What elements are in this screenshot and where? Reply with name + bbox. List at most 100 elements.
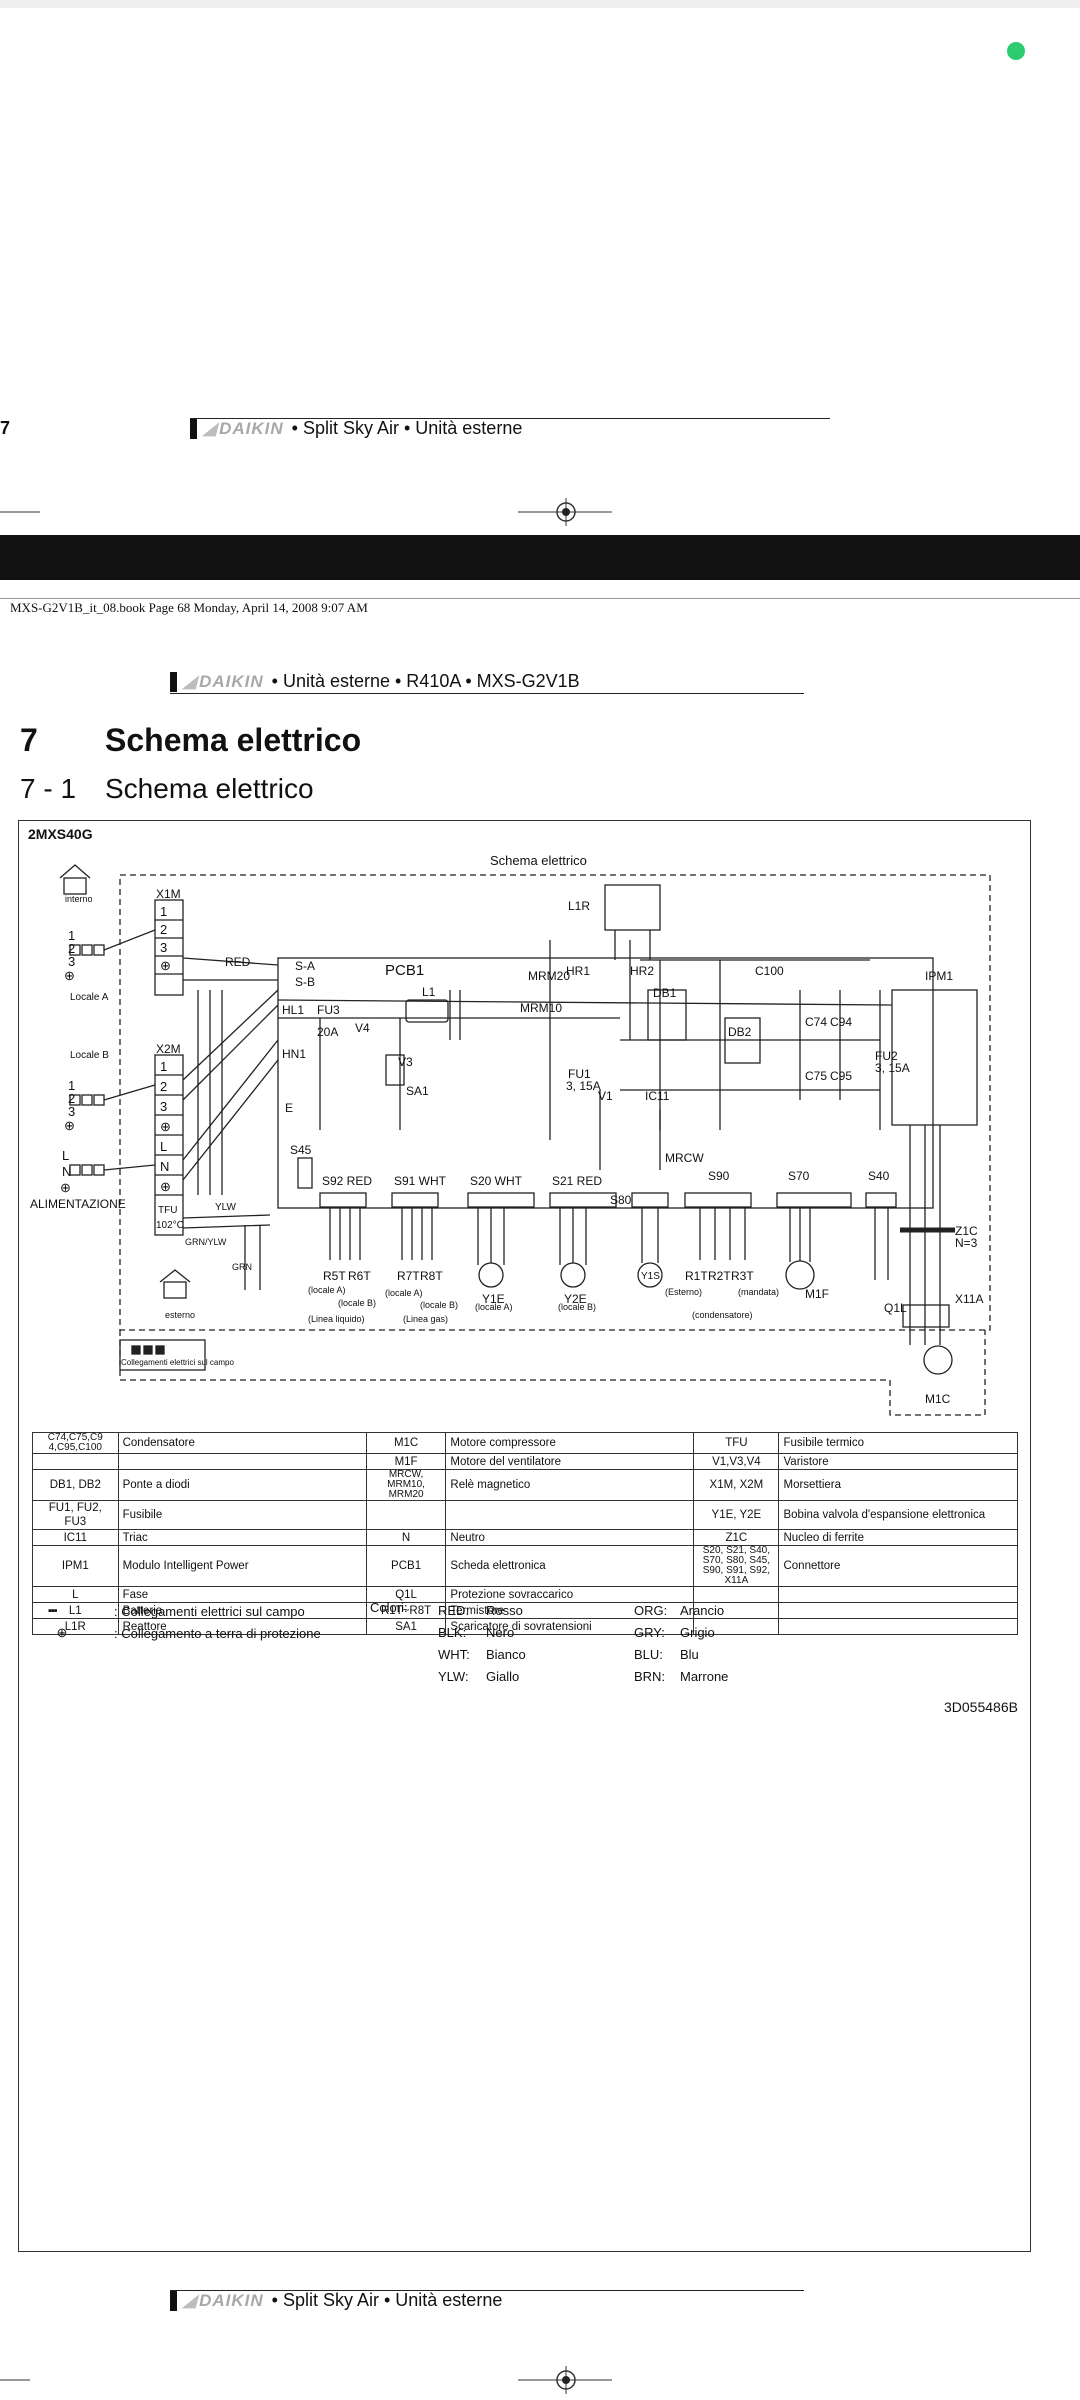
colors-col-2-codes: ORG:GRY:BLU:BRN: [634, 1603, 668, 1684]
legend-cell: Neutro [445, 1529, 695, 1546]
legend-cell: M1F [365, 1453, 447, 1470]
legend-cell: X1M, X2M [693, 1469, 780, 1501]
label-mrm10: MRM10 [520, 1001, 562, 1015]
legend-cell: Varistore [778, 1453, 1018, 1470]
label-fu1-rating: 3, 15A [566, 1079, 601, 1093]
legend-cell: S20, S21, S40, S70, S80, S45, S90, S91, … [693, 1545, 780, 1587]
label-r3t: R3T [731, 1269, 754, 1283]
label-x1m: X1M [156, 887, 181, 901]
svg-text:⊕: ⊕ [60, 1180, 71, 1195]
footer-crop-marks [0, 2366, 612, 2394]
house-interno-icon [59, 864, 91, 879]
label-c95: C95 [830, 1069, 852, 1083]
diagram-frame [18, 820, 1031, 2252]
legend-cell: M1C [365, 1432, 447, 1454]
legend-cell: PCB1 [365, 1545, 447, 1587]
label-s90: S90 [708, 1169, 730, 1183]
legend-cell: Fusibile [117, 1500, 367, 1530]
file-line: MXS-G2V1B_it_08.book Page 68 Monday, Apr… [10, 600, 368, 615]
label-r1t: R1T [685, 1269, 708, 1283]
label-s92: S92 RED [322, 1174, 372, 1188]
header-bar [170, 671, 177, 692]
header-mid: ◢DAIKIN • Unità esterne • R410A • MXS-G2… [170, 671, 580, 692]
label-locale-a-paren: (locale A) [308, 1285, 346, 1295]
label-q1l: Q1L [884, 1301, 907, 1315]
legend-cell [778, 1602, 1018, 1619]
legend-cell: Ponte a diodi [117, 1469, 367, 1501]
label-ipm: IPM1 [925, 969, 953, 983]
legend-cell: TFU [693, 1432, 780, 1454]
label-linea-gas: (Linea gas) [403, 1314, 448, 1324]
label-red: RED [225, 955, 251, 969]
label-s40: S40 [868, 1169, 890, 1183]
label-r8t: R8T [420, 1269, 443, 1283]
svg-text:1: 1 [160, 1059, 167, 1074]
footer-text: • Split Sky Air • Unità esterne [271, 2290, 503, 2310]
svg-text:1: 1 [68, 1078, 75, 1093]
label-r6t: R6T [348, 1269, 371, 1283]
label-tfu-temp: 102°C [156, 1220, 184, 1231]
label-x11a: X11A [955, 1292, 983, 1306]
svg-text:⊕: ⊕ [64, 968, 75, 983]
subsection-title: Schema elettrico [105, 773, 314, 804]
label-s70: S70 [788, 1169, 810, 1183]
legend-cell: Reattore [117, 1618, 367, 1635]
label-interno: interno [65, 894, 93, 904]
crop-marks [0, 498, 612, 526]
legend-cell [693, 1618, 780, 1635]
legend-cell: DB1, DB2 [32, 1469, 119, 1501]
label-locale-a: Locale A [70, 992, 109, 1003]
legend-cell: Condensatore [117, 1432, 367, 1454]
db1-box [647, 989, 687, 1041]
model-label: 2MXS40G [28, 826, 93, 842]
header-top: ◢DAIKIN • Split Sky Air • Unità esterne [190, 418, 522, 439]
label-esterno: esterno [165, 1310, 195, 1320]
label-y2e-locale: (locale B) [558, 1302, 596, 1312]
label-grn: GRN [232, 1262, 252, 1272]
label-hr1: HR1 [566, 964, 590, 978]
label-pcb: PCB1 [385, 962, 424, 979]
legend-cell: Nucleo di ferrite [778, 1529, 1018, 1546]
legend-cell: Motore del ventilatore [445, 1453, 695, 1470]
legend-cell: Fusibile termico [778, 1432, 1018, 1454]
footer-header: ◢DAIKIN • Split Sky Air • Unità esterne [170, 2290, 502, 2311]
legend-cell [778, 1586, 1018, 1603]
black-band [0, 535, 1080, 580]
label-r7t: R7T [397, 1269, 420, 1283]
footer-bar [170, 2290, 177, 2311]
legend-cell: Scheda elettronica [445, 1545, 695, 1587]
svg-text:3: 3 [68, 1104, 75, 1119]
label-c75: C75 [805, 1069, 827, 1083]
ipm-box [891, 989, 978, 1126]
legend-cell: Relè magnetico [445, 1469, 695, 1501]
label-condensatore: (condensatore) [692, 1310, 753, 1320]
key-field-wiring-text: : Collegamenti elettrici sul campo [114, 1603, 305, 1619]
label-m1f: M1F [805, 1287, 829, 1301]
field-wiring-icon: ▪▪▪ [48, 1605, 58, 1617]
label-s20: S20 WHT [470, 1174, 523, 1188]
section-title: Schema elettrico [105, 722, 362, 758]
label-s45: S45 [290, 1143, 312, 1157]
label-m1c: M1C [925, 1392, 951, 1406]
label-ylw: YLW [215, 1202, 236, 1213]
svg-text:3: 3 [160, 940, 167, 955]
subsection-number: 7 - 1 [20, 773, 77, 804]
legend-cell: Morsettiera [778, 1469, 1018, 1501]
legend-cell: Bobina valvola d'espansione elettronica [778, 1500, 1018, 1530]
colors-label: Colori: [370, 1600, 408, 1615]
svg-text:1: 1 [68, 928, 75, 943]
legend-cell: Y1E, Y2E [693, 1500, 780, 1530]
svg-text:N: N [160, 1159, 169, 1174]
legend-cell [32, 1453, 119, 1470]
label-y2e: Y2E [564, 1292, 587, 1306]
x1m-block [154, 899, 184, 996]
legend-cell: IPM1 [32, 1545, 119, 1587]
label-fu1: FU1 [568, 1067, 591, 1081]
key-field-wiring: ▪▪▪ : Collegamenti elettrici sul campo [48, 1600, 321, 1622]
label-sa1: SA1 [406, 1084, 429, 1098]
